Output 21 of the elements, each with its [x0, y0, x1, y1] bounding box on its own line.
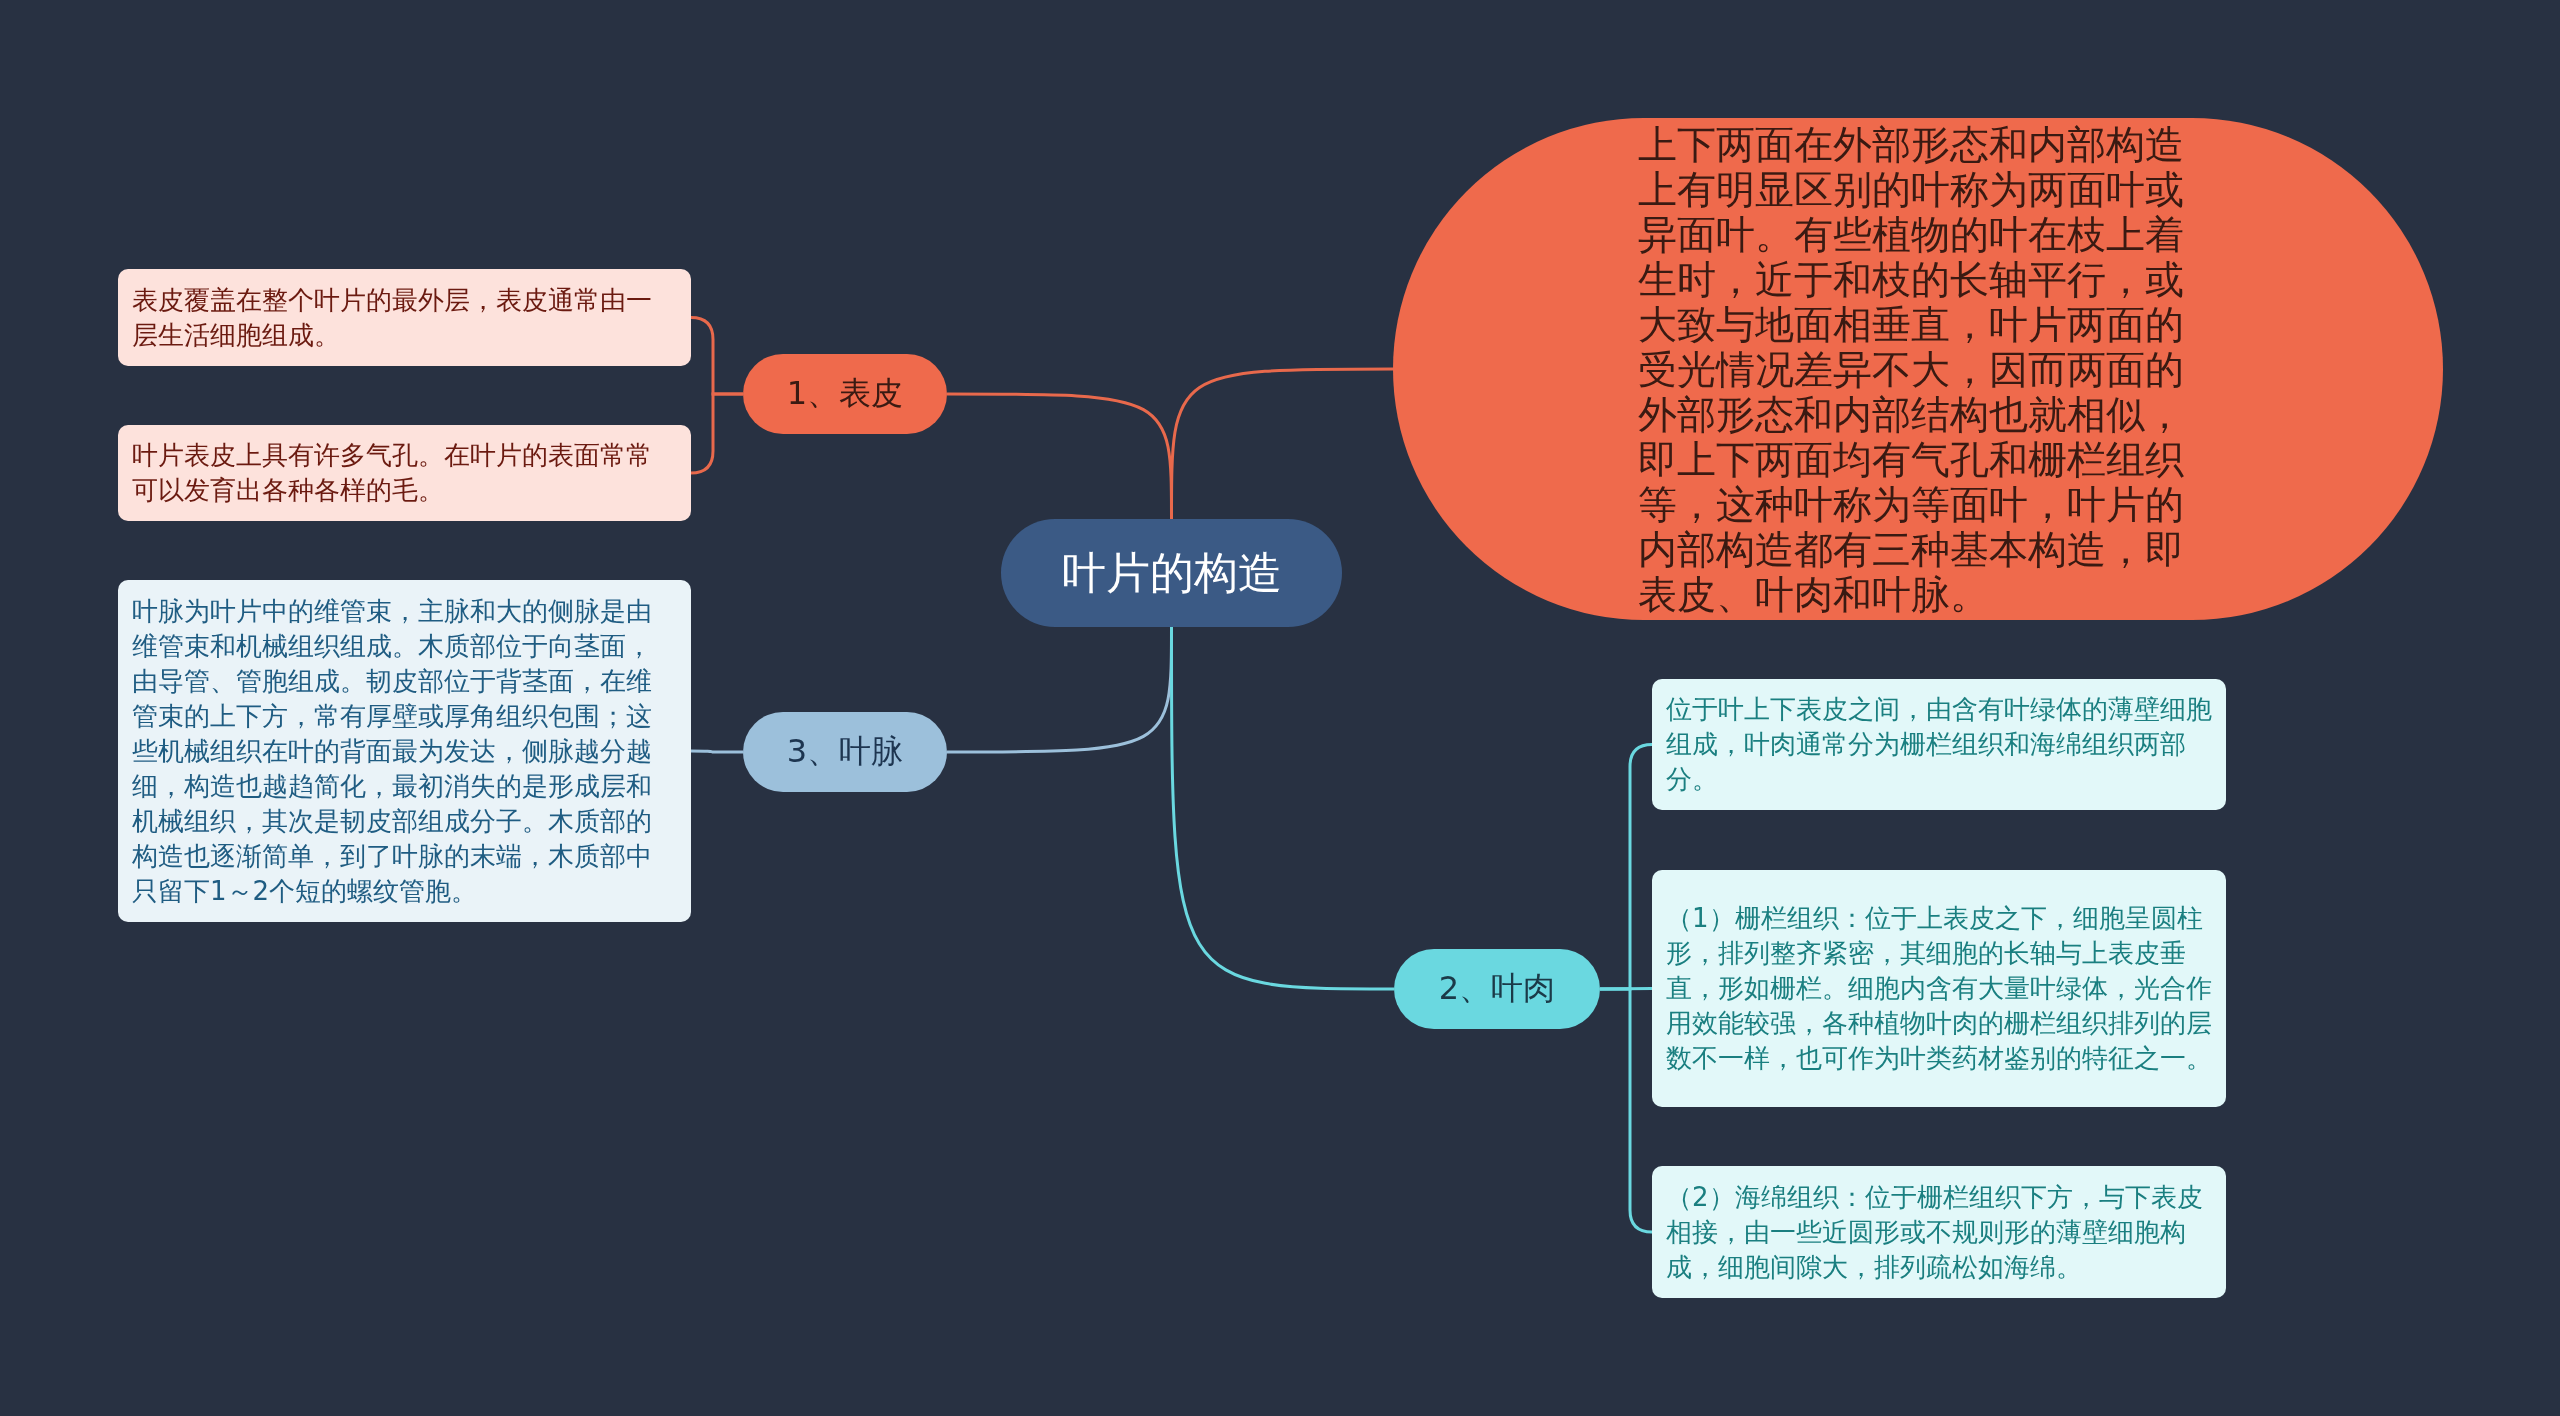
note-card [1652, 870, 2226, 1107]
node-text: 叶脉为叶片中的维管束，主脉和大的侧脉是由维管束和机械组织组成。木质部位于向茎面，由导管、管胞组成。韧皮部位于背茎面，在维管束的上下方，常有厚壁或厚角组织包围；这些机械组织在叶的背面最为发达，侧脉越分越细，构造也越趋简化，最初消失的是形成层和机械组织，其次是韧皮部组成分子。木质部的构造也逐渐简单，到了叶脉的末端，木质部中只留下1～2个短的螺纹管胞。 [132, 594, 653, 908]
node-text: （1）栅栏组织：位于上表皮之下，细胞呈圆柱形，排列整齐紧密，其细胞的长轴与上表皮垂直，形如栅栏。细胞内含有大量叶绿体，光合作用效能较强，各种植物叶肉的栅栏组织排列的层数不一样，也可作为叶类药材鉴别的特征之一。 [1666, 902, 2212, 1075]
connector-line [1170, 627, 1394, 991]
node-text: 叶片的构造 [1061, 545, 1282, 600]
connector-line [1600, 987, 1652, 991]
note-card [118, 269, 691, 366]
connector-line [691, 749, 743, 754]
note-card [118, 580, 691, 922]
node-text: 表皮覆盖在整个叶片的最外层，表皮通常由一层生活细胞组成。 [132, 283, 653, 352]
note-card [1652, 1166, 2226, 1298]
node-text: 上下两面在外部形态和内部构造上有明显区别的叶称为两面叶或异面叶。有些植物的叶在枝上着生时，近于和枝的长轴平行，或大致与地面相垂直，叶片两面的受光情况差异不大，因而两面的外部形态和内部结构也就相似，即上下两面均有气孔和栅栏组织等，这种叶称为等面叶，叶片的内部构造都有三种基本构造，即表皮、叶肉和叶脉。 [1638, 121, 2185, 617]
node-text: 叶片表皮上具有许多气孔。在叶片的表面常常可以发育出各种各样的毛。 [132, 439, 653, 507]
node-text: 1、表皮 [786, 373, 904, 414]
node-text: 3、叶脉 [786, 731, 904, 772]
node-text: 2、叶肉 [1438, 968, 1556, 1009]
node-text: 位于叶上下表皮之间，由含有叶绿体的薄壁细胞组成，叶肉通常分为栅栏组织和海绵组织两部分。 [1666, 693, 2212, 796]
note-card [118, 425, 691, 521]
node-text: （2）海绵组织：位于栅栏组织下方，与下表皮相接，由一些近圆形或不规则形的薄壁细胞构成，细胞间隙大，排列疏松如海绵。 [1666, 1180, 2204, 1284]
connector-line [1170, 367, 1393, 519]
note-card [1652, 679, 2226, 810]
